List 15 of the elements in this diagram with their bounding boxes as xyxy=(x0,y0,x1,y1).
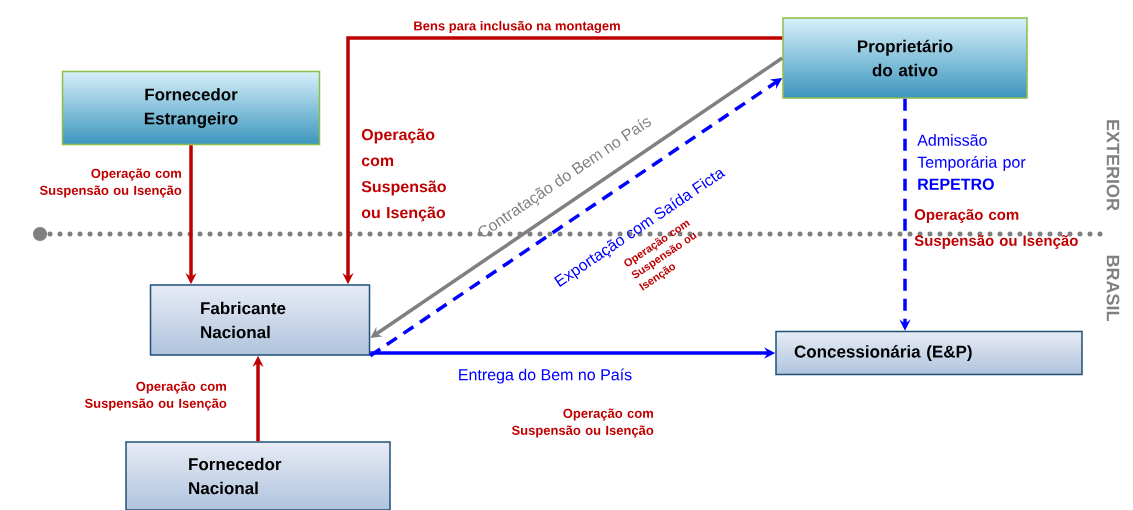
edge-label: Operação com Suspensão ou Isenção xyxy=(84,381,227,411)
annotation: Operação com Suspensão ou Isenção xyxy=(511,408,654,438)
edge-label: Entrega do Bem no País xyxy=(459,368,632,384)
entity-box: Fornecedor Estrangeiro xyxy=(61,70,321,146)
side-label: EXTERIOR xyxy=(1106,120,1120,211)
edge-label: Operação com Suspensão ou Isenção xyxy=(39,168,182,198)
entity-box: Fornecedor Nacional xyxy=(125,441,391,510)
edge-label: Bens para inclusão na montagem xyxy=(414,20,620,34)
edge-label: Admissão Temporária por REPETRO xyxy=(917,134,1026,190)
annotation: Operação com Suspensão ou Isenção xyxy=(361,128,446,222)
side-label: BRASIL xyxy=(1106,255,1120,321)
annotation: Operação com Suspensão ou Isenção xyxy=(914,209,1078,249)
entity-box: Fabricante Nacional xyxy=(149,284,371,356)
entity-box: Concessionária (E&P) xyxy=(775,330,1083,376)
entity-box: Proprietário do ativo xyxy=(782,17,1028,99)
